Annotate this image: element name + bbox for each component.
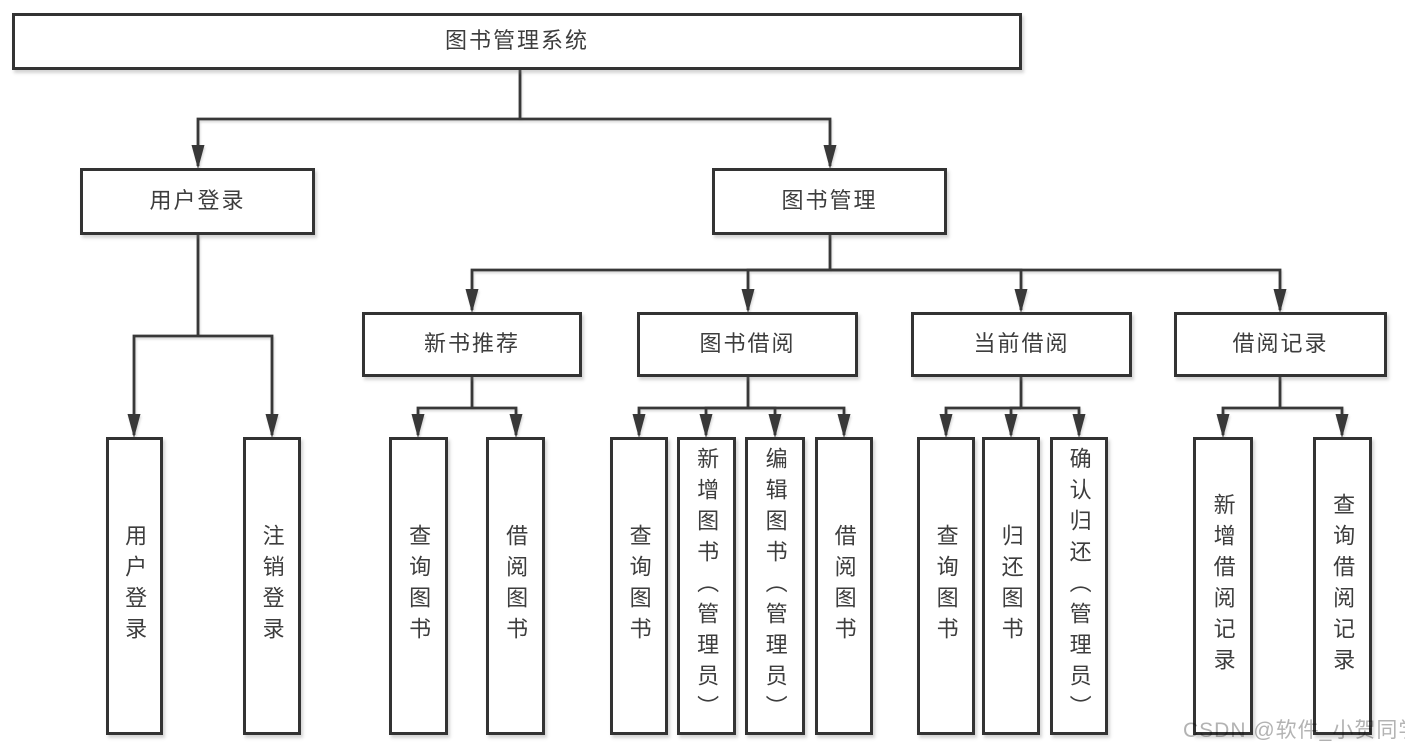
leaf-current-query-books-label: 查询图书 xyxy=(933,524,959,648)
node-user-login-label: 用户登录 xyxy=(149,188,246,214)
leaf-return-books: 归还图书 xyxy=(982,437,1040,735)
leaf-confirm-return-admin-label: 确认归还（管理员） xyxy=(1066,446,1092,726)
node-book-borrowing: 图书借阅 xyxy=(637,312,858,377)
leaf-borrow-books: 借阅图书 xyxy=(815,437,873,735)
node-book-management: 图书管理 xyxy=(712,168,947,235)
leaf-borrowing-query-books: 查询图书 xyxy=(610,437,668,735)
node-new-book-recommend-label: 新书推荐 xyxy=(423,331,520,357)
leaf-recommend-query-books: 查询图书 xyxy=(389,437,448,735)
node-new-book-recommend: 新书推荐 xyxy=(362,312,582,377)
leaf-query-borrow-record: 查询借阅记录 xyxy=(1313,437,1372,735)
node-library-system: 图书管理系统 xyxy=(12,13,1022,70)
leaf-confirm-return-admin: 确认归还（管理员） xyxy=(1050,437,1108,735)
leaf-recommend-borrow-books: 借阅图书 xyxy=(486,437,545,735)
node-current-borrowing: 当前借阅 xyxy=(911,312,1132,377)
leaf-recommend-borrow-books-label: 借阅图书 xyxy=(503,524,529,648)
node-current-borrowing-label: 当前借阅 xyxy=(973,331,1070,357)
leaf-current-query-books: 查询图书 xyxy=(917,437,975,735)
leaf-user-login-label: 用户登录 xyxy=(122,524,148,648)
node-borrowing-records-label: 借阅记录 xyxy=(1232,331,1329,357)
node-library-system-label: 图书管理系统 xyxy=(444,28,589,54)
leaf-query-borrow-record-label: 查询借阅记录 xyxy=(1330,493,1356,679)
leaf-add-books-admin: 新增图书（管理员） xyxy=(677,437,736,735)
leaf-user-login: 用户登录 xyxy=(106,437,163,735)
node-book-management-label: 图书管理 xyxy=(781,188,878,214)
node-borrowing-records: 借阅记录 xyxy=(1174,312,1387,377)
leaf-borrow-books-label: 借阅图书 xyxy=(831,524,857,648)
node-book-borrowing-label: 图书借阅 xyxy=(699,331,796,357)
leaf-logout: 注销登录 xyxy=(243,437,301,735)
leaf-logout-label: 注销登录 xyxy=(259,524,285,648)
leaf-edit-books-admin-label: 编辑图书（管理员） xyxy=(762,446,788,726)
node-user-login: 用户登录 xyxy=(80,168,315,235)
leaf-return-books-label: 归还图书 xyxy=(998,524,1024,648)
leaf-edit-books-admin: 编辑图书（管理员） xyxy=(745,437,805,735)
leaf-recommend-query-books-label: 查询图书 xyxy=(406,524,432,648)
leaf-add-books-admin-label: 新增图书（管理员） xyxy=(694,446,720,726)
leaf-add-borrow-record: 新增借阅记录 xyxy=(1193,437,1253,735)
csdn-watermark: CSDN @软件_小贺同学 xyxy=(1183,719,1405,742)
leaf-add-borrow-record-label: 新增借阅记录 xyxy=(1210,493,1236,679)
leaf-borrowing-query-books-label: 查询图书 xyxy=(626,524,652,648)
